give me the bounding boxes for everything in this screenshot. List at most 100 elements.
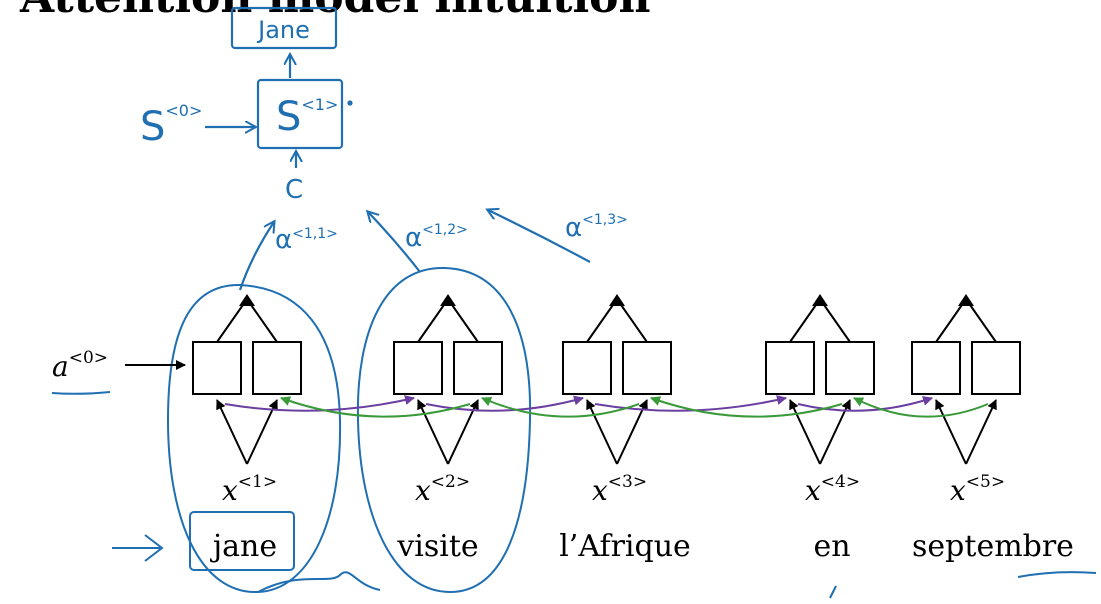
backward-cell bbox=[825, 341, 875, 395]
input-label-1: x<1> bbox=[222, 472, 277, 507]
backward-recurrent-arrow bbox=[650, 396, 843, 418]
decoder-state-box bbox=[256, 78, 344, 150]
input-to-forward-arrow bbox=[216, 399, 248, 465]
attention-weight-1: α<1,1> bbox=[275, 225, 338, 255]
underline-a0 bbox=[51, 391, 111, 395]
decoder-state-label: S<1> bbox=[276, 94, 338, 140]
encoder-cells bbox=[192, 294, 1021, 465]
attention-weight-1-sup: <1,1> bbox=[292, 226, 338, 242]
stray-mark bbox=[829, 585, 837, 599]
attention-arrow-2 bbox=[368, 212, 421, 273]
prev-state-sup: <0> bbox=[165, 101, 202, 120]
output-arrowhead bbox=[812, 294, 828, 306]
input-label-x: x bbox=[222, 474, 238, 507]
input-label-sup: <3> bbox=[608, 472, 647, 492]
backward-recurrent-arrow bbox=[280, 396, 471, 418]
attention-highlights bbox=[51, 266, 1097, 599]
backward-output-line bbox=[821, 301, 851, 343]
input-label-x: x bbox=[415, 474, 431, 507]
backward-cell bbox=[453, 341, 503, 395]
backward-recurrent-arrow bbox=[853, 397, 989, 418]
input-to-backward-arrow bbox=[965, 399, 997, 465]
forward-output-line bbox=[789, 301, 819, 343]
backward-cell bbox=[622, 341, 672, 395]
backward-output-line bbox=[248, 301, 278, 343]
backward-cell bbox=[971, 341, 1021, 395]
input-label-5: x<5> bbox=[950, 472, 1005, 507]
output-arrowhead bbox=[440, 294, 456, 306]
backward-output-line bbox=[449, 301, 479, 343]
underline-septembre bbox=[1017, 571, 1097, 578]
input-to-backward-arrow bbox=[616, 399, 648, 465]
dot bbox=[347, 100, 353, 106]
forward-cell bbox=[911, 341, 961, 395]
input-to-backward-arrow bbox=[246, 399, 278, 465]
attention-arrows bbox=[238, 210, 591, 291]
backward-cell bbox=[252, 341, 302, 395]
context-label: C bbox=[285, 175, 303, 205]
forward-cell bbox=[562, 341, 612, 395]
prev-state-s: S bbox=[140, 104, 165, 150]
initial-activation-label: a<0> bbox=[52, 348, 108, 383]
backward-output-line bbox=[967, 301, 997, 343]
forward-recurrent-arrow bbox=[594, 395, 787, 412]
backward-recurrent-arrow bbox=[481, 396, 640, 418]
pointer-arrow bbox=[112, 534, 164, 562]
input-label-sup: <4> bbox=[821, 472, 860, 492]
prev-state-label: S<0> bbox=[140, 101, 202, 150]
forward-recurrent-arrow bbox=[224, 395, 415, 412]
input-label-x: x bbox=[592, 474, 608, 507]
input-word-1: jane bbox=[210, 529, 277, 564]
bidirectional-connections bbox=[224, 395, 989, 418]
input-word-2: visite bbox=[396, 529, 478, 564]
decoder-group bbox=[205, 6, 353, 168]
attention-weight-2: α<1,2> bbox=[405, 222, 468, 253]
forward-output-line bbox=[935, 301, 965, 343]
initial-activation-sup: <0> bbox=[69, 348, 108, 368]
input-word-3: l’Afrique bbox=[559, 529, 691, 564]
input-label-sup: <5> bbox=[966, 472, 1005, 492]
encoder-step-1 bbox=[192, 294, 302, 465]
squiggle-connector bbox=[257, 571, 381, 593]
forward-output-line bbox=[586, 301, 616, 343]
attention-weight-2-sup: <1,2> bbox=[422, 222, 468, 238]
forward-recurrent-arrow bbox=[797, 396, 933, 412]
attention-arrow-1 bbox=[238, 222, 274, 291]
input-label-sup: <2> bbox=[431, 472, 470, 492]
backward-output-line bbox=[618, 301, 648, 343]
decoder-state-sup: <1> bbox=[301, 95, 338, 114]
encoder-step-4 bbox=[765, 294, 875, 465]
encoder-labels: x<1>janex<2>visitex<3>l’Afriquex<4>enx<5… bbox=[210, 472, 1074, 564]
output-word-box bbox=[230, 6, 338, 50]
attention-weight-3: α<1,3> bbox=[565, 212, 628, 243]
word-box-jane bbox=[189, 511, 295, 571]
input-to-forward-arrow bbox=[789, 399, 821, 465]
output-word: Jane bbox=[256, 16, 310, 44]
input-to-forward-arrow bbox=[586, 399, 618, 465]
input-label-x: x bbox=[950, 474, 966, 507]
output-arrowhead bbox=[609, 294, 625, 306]
forward-output-line bbox=[216, 301, 246, 343]
attention-arrow-3 bbox=[488, 210, 591, 263]
output-arrowhead bbox=[958, 294, 974, 306]
attention-weight-3-sup: <1,3> bbox=[582, 212, 628, 228]
input-label-x: x bbox=[805, 474, 821, 507]
input-to-forward-arrow bbox=[417, 399, 449, 465]
forward-cell bbox=[393, 341, 443, 395]
input-label-4: x<4> bbox=[805, 472, 860, 507]
input-to-forward-arrow bbox=[935, 399, 967, 465]
output-arrowhead bbox=[239, 294, 255, 306]
page-title: Attention model intuition bbox=[19, 0, 651, 23]
forward-cell bbox=[192, 341, 242, 395]
oval-step-2 bbox=[356, 266, 532, 594]
forward-recurrent-arrow bbox=[425, 395, 584, 412]
input-label-sup: <1> bbox=[238, 472, 277, 492]
encoder-step-5 bbox=[911, 294, 1021, 465]
encoder-step-2 bbox=[393, 294, 503, 465]
input-word-5: septembre bbox=[912, 529, 1074, 564]
encoder-step-3 bbox=[562, 294, 672, 465]
input-word-4: en bbox=[813, 529, 850, 564]
decoder-state-s: S bbox=[276, 94, 301, 140]
forward-cell bbox=[765, 341, 815, 395]
